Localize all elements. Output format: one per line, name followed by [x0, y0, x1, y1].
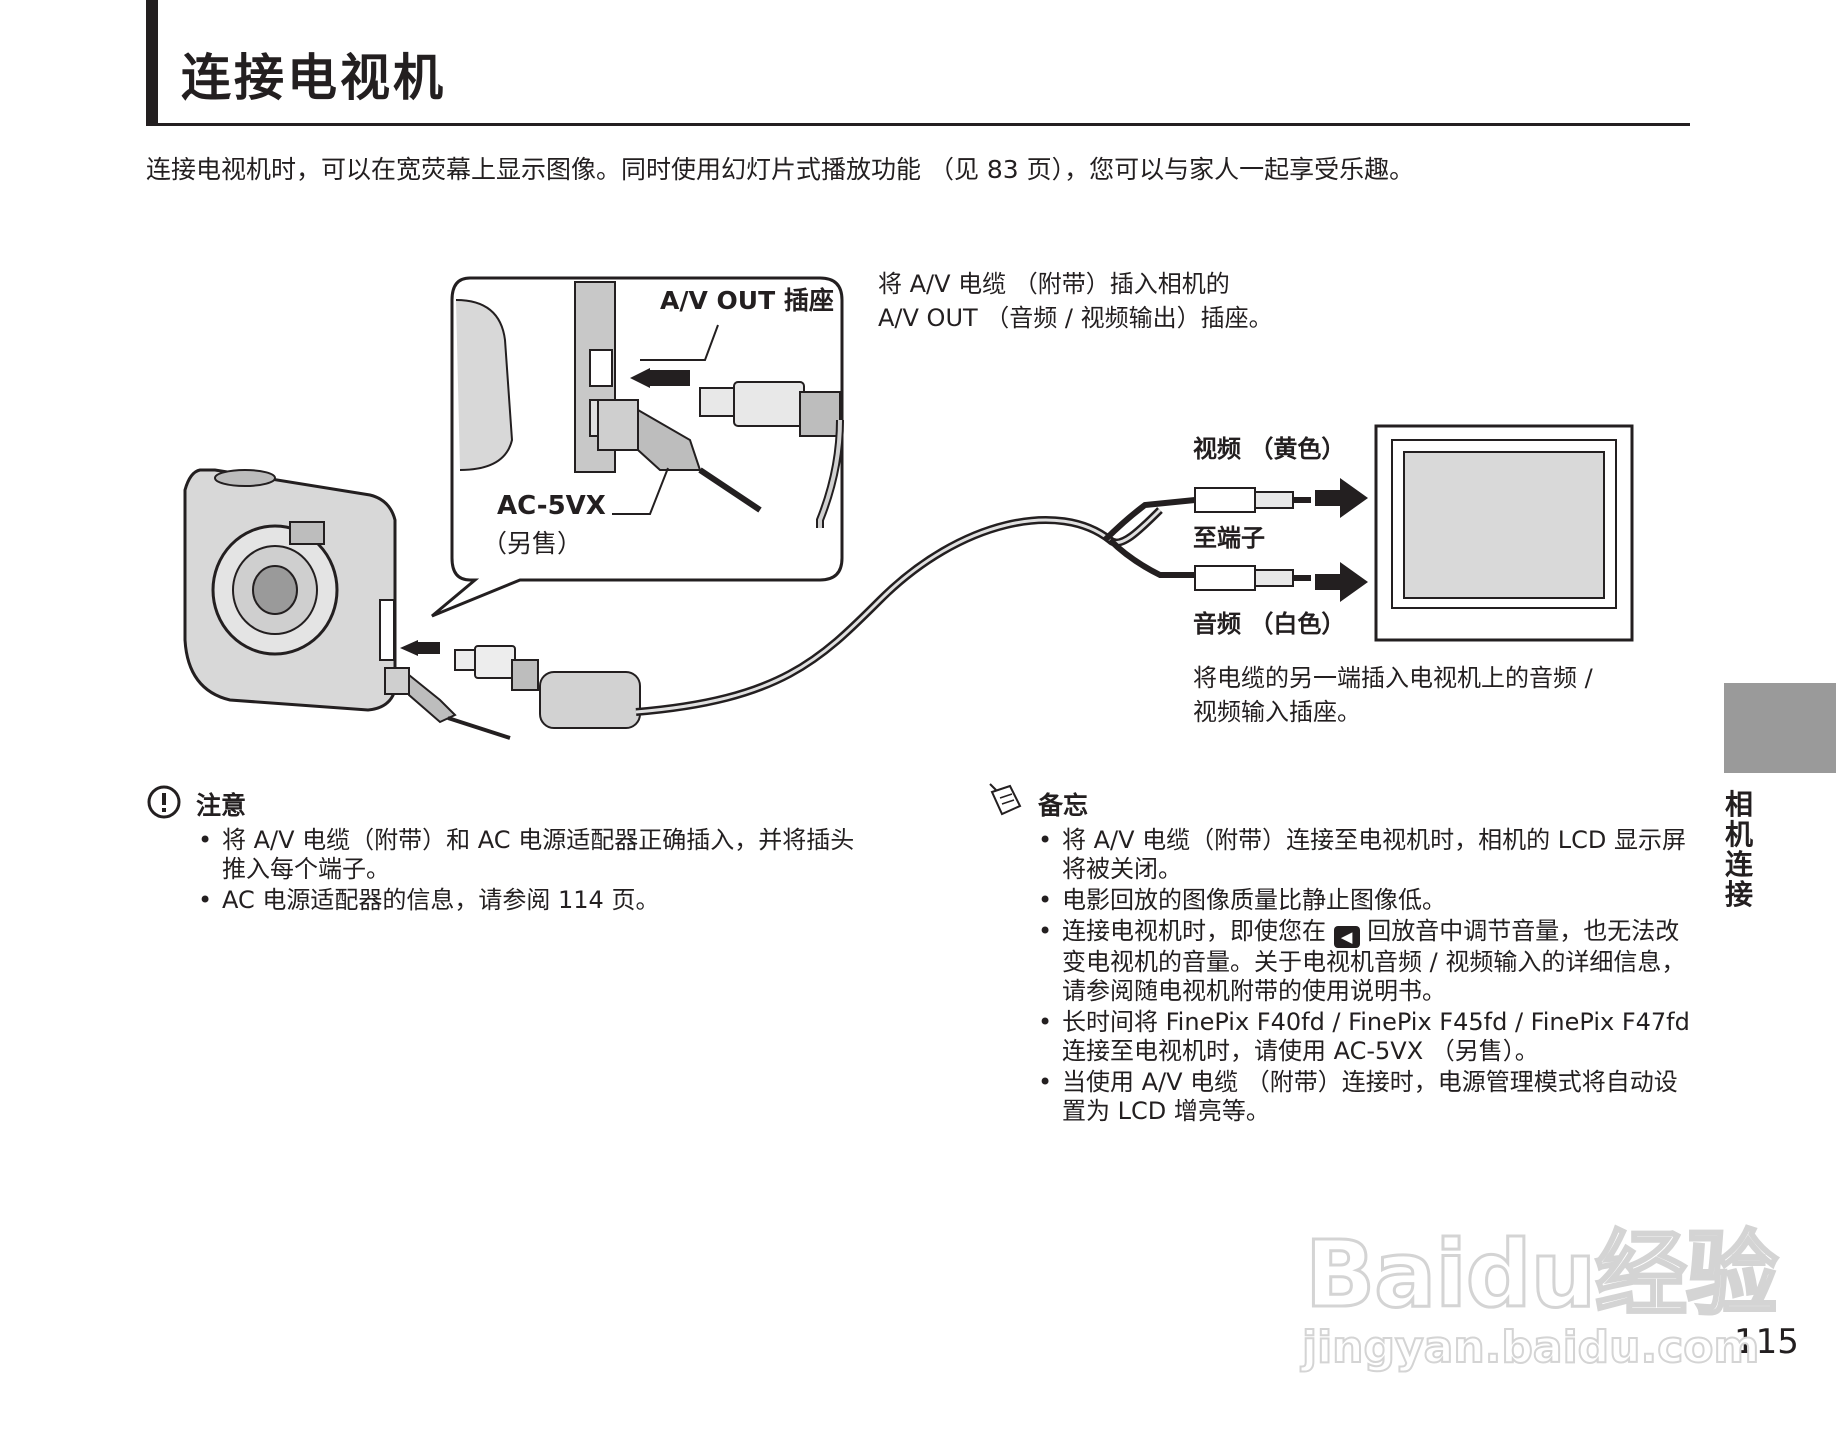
cable-note: （另售） [482, 529, 583, 558]
notes-left-heading: 注意 [196, 791, 247, 820]
notes-left-list: 将 A/V 电缆（附带）和 AC 电源适配器正确插入，并将插头推入每个端子。 A… [198, 826, 858, 917]
av-plug-small [400, 640, 641, 729]
list-item: AC 电源适配器的信息，请参阅 114 页。 [198, 886, 858, 915]
page-number: 115 [1734, 1322, 1799, 1362]
step2-line2: 视频输入插座。 [1193, 698, 1361, 726]
section-label: 相机连接 [1724, 788, 1753, 911]
tv-illustration [1374, 424, 1634, 642]
watermark-url: jingyan.baidu.com [1301, 1322, 1760, 1374]
memo-icon [989, 783, 1022, 816]
list-item: 将 A/V 电缆（附带）和 AC 电源适配器正确插入，并将插头推入每个端子。 [198, 826, 858, 884]
ac-plug-large [597, 399, 762, 513]
watermark-logo: Baidu经验 [1303, 1221, 1779, 1328]
notes-right-heading: 备忘 [1038, 791, 1089, 820]
step1-line2: A/V OUT （音频 / 视频输出）插座。 [878, 304, 1273, 332]
list-item: 长时间将 FinePix F40fd / FinePix F45fd / Fin… [1038, 1008, 1695, 1066]
ac-plug-small [384, 667, 511, 740]
arrow-icon [1315, 562, 1368, 602]
caution-icon [147, 785, 181, 819]
list-item: 将 A/V 电缆（附带）连接至电视机时，相机的 LCD 显示屏将被关闭。 [1038, 826, 1695, 884]
page-title: 连接电视机 [181, 49, 446, 107]
arrow-icon [1315, 478, 1368, 518]
list-item: 连接电视机时，即使您在 ◀ 回放音中调节音量，也无法改变电视机的音量。关于电视机… [1038, 917, 1695, 1006]
list-item: 电影回放的图像质量比静止图像低。 [1038, 886, 1695, 915]
title-bar [146, 0, 158, 124]
av-out-label: A/V OUT 插座 [660, 286, 834, 315]
section-tab [1724, 683, 1836, 773]
cable-label: AC-5VX [497, 491, 606, 521]
camera-body [183, 468, 397, 712]
audio-label: 音频 （白色） [1193, 610, 1346, 638]
av-plug-large [699, 381, 844, 528]
rca-plug-audio [1194, 565, 1311, 591]
notes-right-list: 将 A/V 电缆（附带）连接至电视机时，相机的 LCD 显示屏将被关闭。 电影回… [1038, 826, 1695, 1128]
list-item: 当使用 A/V 电缆 （附带）连接时，电源管理模式将自动设置为 LCD 增亮等。 [1038, 1068, 1695, 1126]
rca-plug-video [1194, 487, 1311, 513]
intro-text: 连接电视机时，可以在宽荧幕上显示图像。同时使用幻灯片式播放功能 （见 83 页）… [146, 155, 1415, 184]
to-terminal-label: 至端子 [1193, 524, 1265, 552]
title-rule [146, 123, 1690, 126]
video-label: 视频 （黄色） [1193, 435, 1346, 463]
step1-line1: 将 A/V 电缆 （附带）插入相机的 [878, 270, 1230, 298]
speaker-icon: ◀ [1333, 926, 1360, 948]
step2-line1: 将电缆的另一端插入电视机上的音频 / [1193, 664, 1593, 692]
